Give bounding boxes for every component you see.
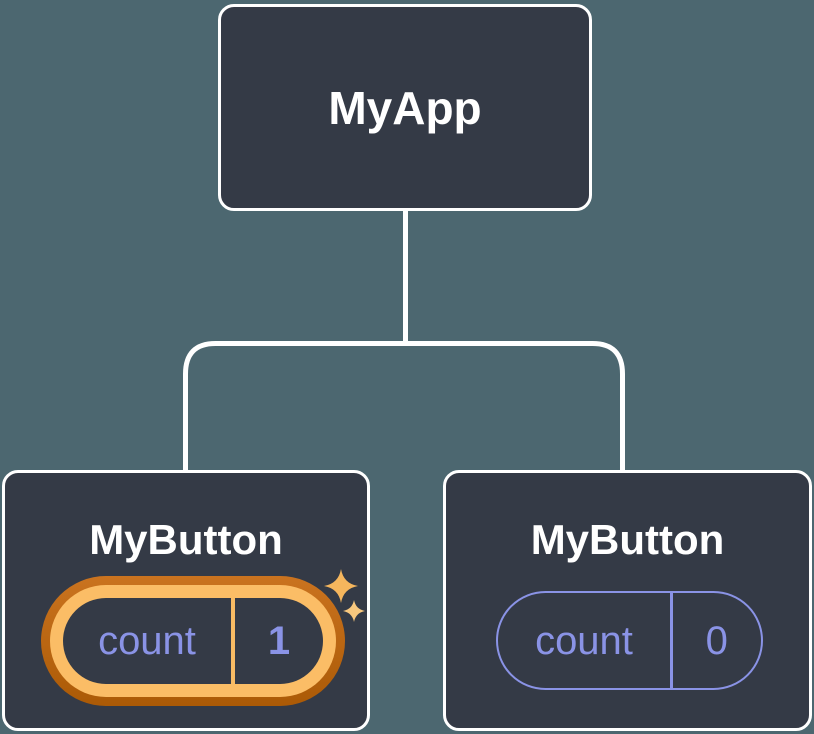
- state-pill-divider: [670, 593, 673, 688]
- node-myapp: MyApp: [218, 4, 592, 211]
- node-myapp-label: MyApp: [328, 81, 482, 134]
- state-pill-divider: [231, 598, 235, 684]
- connector-branch: [183, 341, 625, 472]
- state-pill-highlight-ring: count 1: [50, 585, 336, 697]
- sparkles-icon: [324, 569, 365, 622]
- state-pill-highlighted: count 1: [41, 576, 345, 706]
- state-pill-plain: count 0: [496, 591, 763, 690]
- node-mybutton-2-label: MyButton: [530, 516, 725, 563]
- state-key-label: count: [535, 618, 633, 663]
- node-mybutton-plain: MyButton count 0: [443, 470, 812, 731]
- node-mybutton-1-label: MyButton: [89, 516, 283, 563]
- state-value: 1: [267, 619, 291, 663]
- state-key-label: count: [98, 619, 196, 663]
- state-value: 0: [705, 618, 728, 663]
- node-mybutton-highlighted: MyButton count 1: [2, 470, 370, 731]
- state-pill-body: count 1: [63, 598, 323, 684]
